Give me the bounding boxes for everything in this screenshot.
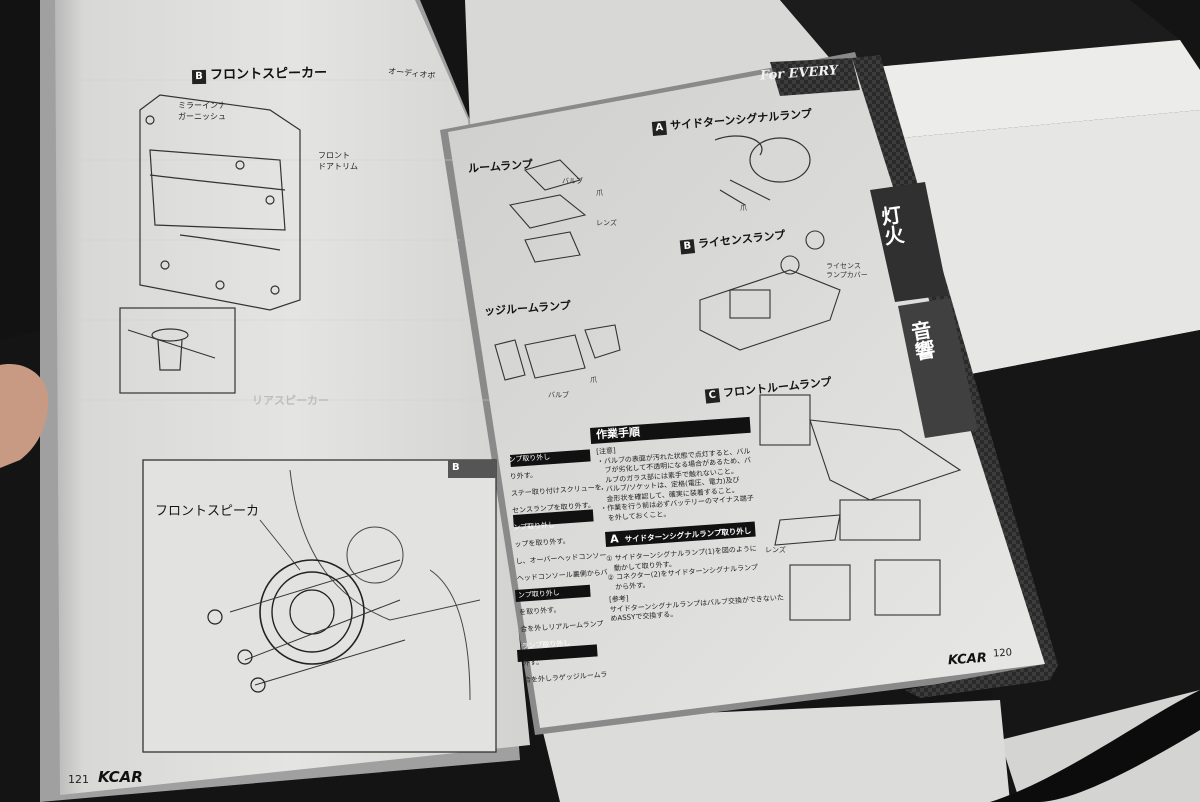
door-trim-line-1: フロント bbox=[318, 151, 350, 160]
diagram-label-claw-1: 爪 bbox=[596, 189, 603, 197]
strap bbox=[990, 690, 1200, 802]
clip-detail-diagram bbox=[119, 307, 236, 394]
step-lines: ① サイドターンシグナルランプ(1)を図のように 動かして取り外す。 ② コネク… bbox=[606, 543, 785, 624]
mirror-garnish-line-2: ガーニッシュ bbox=[178, 112, 226, 121]
diagram-label-claw-2: 爪 bbox=[590, 376, 597, 384]
front-speaker-callout: フロントスピーカ bbox=[155, 504, 260, 519]
speaker-panel bbox=[142, 459, 497, 753]
left-page-logo: KCAR bbox=[98, 768, 143, 786]
front-room-lamp-diagram bbox=[759, 394, 962, 621]
luggage-lamp-diagram bbox=[494, 324, 621, 381]
right-page bbox=[440, 52, 1058, 735]
right-page-logo: KCAR bbox=[947, 650, 988, 669]
left-page-number: 121 bbox=[68, 773, 89, 786]
procedure-notes: [注意] ・バルブの表面が汚れた状態で点灯すると、バル ブが劣化して不透明になる… bbox=[596, 437, 755, 524]
left-grid bbox=[70, 79, 490, 401]
door-trim-callout: フロント ドアトリム bbox=[318, 150, 358, 172]
room-lamp-diagram bbox=[508, 159, 587, 263]
left-col-bar-4 bbox=[517, 644, 598, 662]
diagram-label-claw-3: 爪 bbox=[740, 204, 747, 212]
side-signal-diagram bbox=[714, 135, 811, 206]
mirror-garnish-line-1: ミラーインナ bbox=[178, 101, 226, 110]
section-a-letter: A bbox=[651, 120, 667, 136]
step-letter: A bbox=[609, 532, 620, 546]
license-lamp-diagram bbox=[699, 230, 841, 351]
left-col-bar-1 bbox=[510, 449, 591, 467]
procedure-title-bar bbox=[590, 416, 751, 444]
left-col-bar-2 bbox=[513, 509, 594, 527]
diagram-label-valve-1: バルブ bbox=[562, 177, 583, 185]
front-room-lens-callout: レンズ bbox=[765, 546, 786, 554]
door-trim-line-2: ドアトリム bbox=[318, 162, 358, 171]
left-column-fragments: ンプ取り外し り外す。 ステー取り付けスクリューを センスランプを取り外す。 ン… bbox=[508, 446, 616, 690]
thumb bbox=[0, 364, 49, 468]
procedure-title: 作業手順 bbox=[595, 425, 641, 442]
speaker-panel-badge: B bbox=[452, 462, 460, 473]
license-cover-line-2: ランプカバー bbox=[826, 271, 868, 279]
diagram-label-valve-2: バルブ bbox=[548, 391, 569, 399]
section-c-letter: C bbox=[704, 388, 721, 404]
mirror-garnish-callout: ミラーインナ ガーニッシュ bbox=[178, 100, 226, 122]
left-section-letter: B bbox=[191, 69, 207, 85]
diagram-label-lens-1: レンズ bbox=[596, 219, 617, 227]
left-section-title-text: フロントスピーカー bbox=[209, 65, 328, 83]
section-b-letter: B bbox=[679, 239, 696, 255]
license-cover-callout: ライセンス ランプカバー bbox=[826, 262, 868, 280]
left-col-bar-3 bbox=[515, 584, 591, 602]
left-partial-heading: リアスピーカー bbox=[252, 394, 329, 407]
right-page-number: 120 bbox=[992, 647, 1013, 660]
step-title-bar bbox=[605, 521, 756, 547]
door-trim-diagram bbox=[139, 94, 301, 311]
license-cover-line-1: ライセンス bbox=[826, 262, 861, 270]
